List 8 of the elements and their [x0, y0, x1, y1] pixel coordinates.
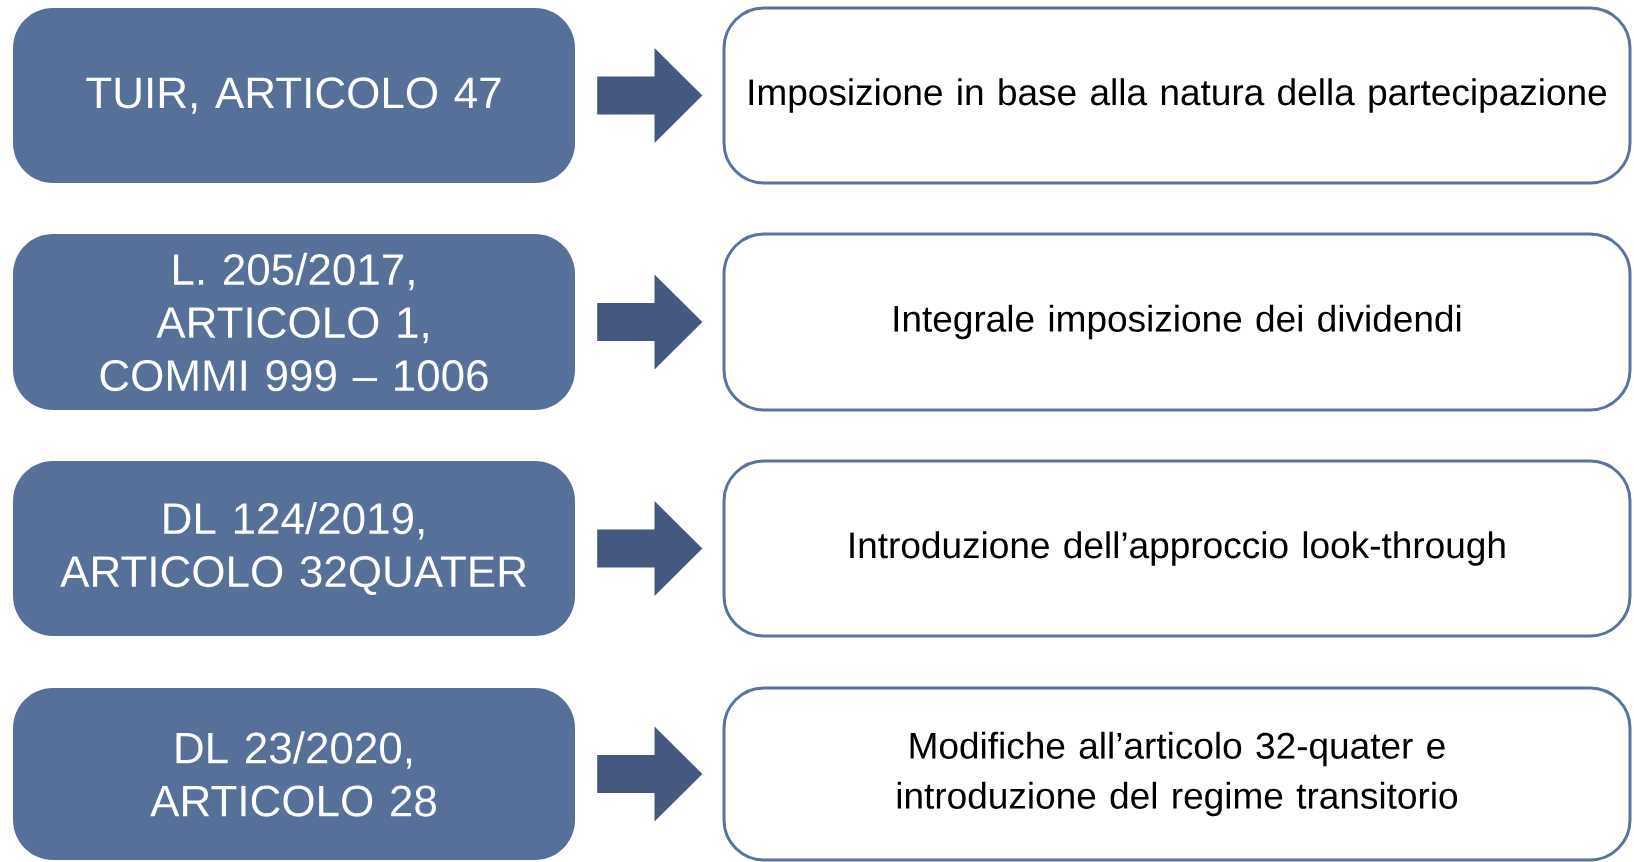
description-box: Introduzione dell’approccio look-through: [722, 459, 1632, 638]
law-box: DL 124/2019, ARTICOLO 32QUATER: [13, 461, 575, 636]
law-box: DL 23/2020, ARTICOLO 28: [13, 688, 575, 860]
description-box: Modifiche all’articolo 32-quater e introduzione del regime transitorio: [722, 686, 1632, 862]
law-box: L. 205/2017, ARTICOLO 1, COMMI 999 – 1006: [13, 234, 575, 410]
description-box: Imposizione in base alla natura della partecipazione: [722, 6, 1632, 185]
description-box: Integrale imposizione dei dividendi: [722, 232, 1632, 412]
law-box: TUIR, ARTICOLO 47: [13, 8, 575, 183]
